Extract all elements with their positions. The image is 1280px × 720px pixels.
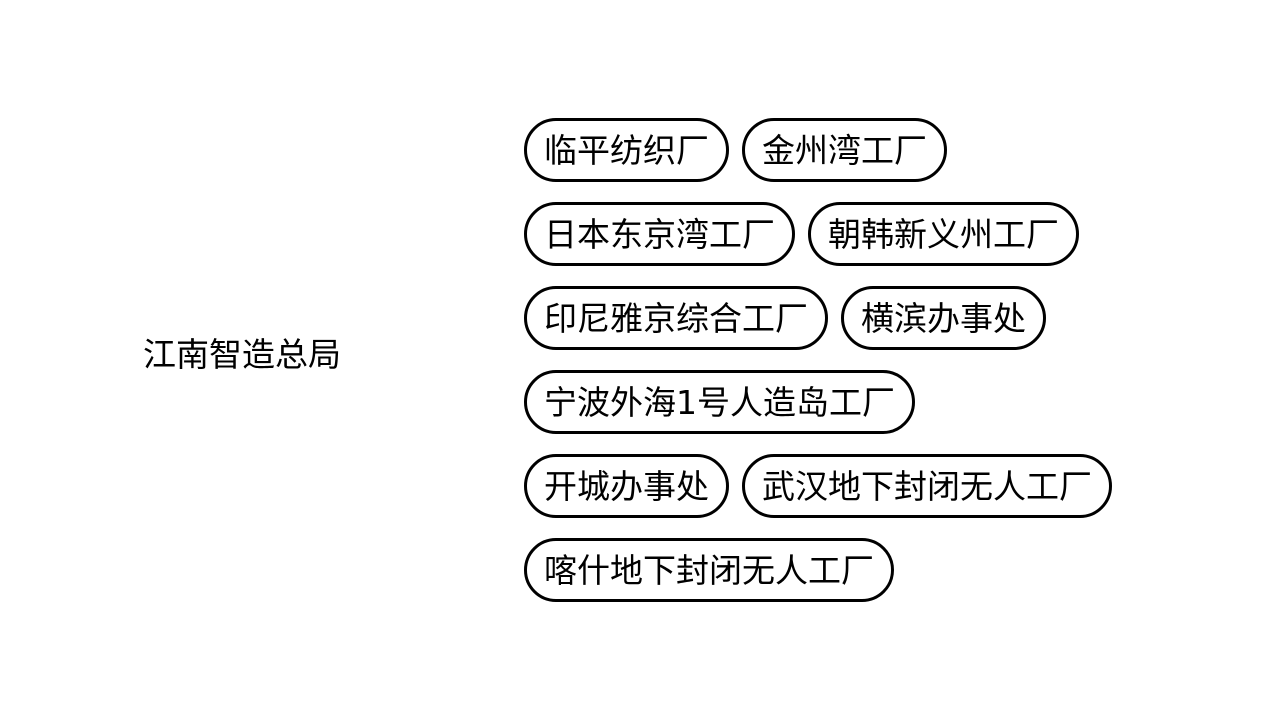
node-pill[interactable]: 宁波外海1号人造岛工厂 bbox=[524, 370, 915, 434]
node-row: 印尼雅京综合工厂 横滨办事处 bbox=[524, 286, 1112, 350]
node-row: 开城办事处 武汉地下封闭无人工厂 bbox=[524, 454, 1112, 518]
node-row: 临平纺织厂 金州湾工厂 bbox=[524, 118, 1112, 182]
node-pill[interactable]: 喀什地下封闭无人工厂 bbox=[524, 538, 894, 602]
node-list: 临平纺织厂 金州湾工厂 日本东京湾工厂 朝韩新义州工厂 印尼雅京综合工厂 横滨办… bbox=[524, 118, 1112, 602]
node-pill[interactable]: 朝韩新义州工厂 bbox=[808, 202, 1079, 266]
node-pill[interactable]: 金州湾工厂 bbox=[742, 118, 947, 182]
node-pill[interactable]: 开城办事处 bbox=[524, 454, 729, 518]
node-pill[interactable]: 日本东京湾工厂 bbox=[524, 202, 795, 266]
node-pill[interactable]: 武汉地下封闭无人工厂 bbox=[742, 454, 1112, 518]
node-pill[interactable]: 横滨办事处 bbox=[841, 286, 1046, 350]
node-pill[interactable]: 临平纺织厂 bbox=[524, 118, 729, 182]
node-pill[interactable]: 印尼雅京综合工厂 bbox=[524, 286, 828, 350]
node-row: 喀什地下封闭无人工厂 bbox=[524, 538, 1112, 602]
node-row: 宁波外海1号人造岛工厂 bbox=[524, 370, 1112, 434]
node-row: 日本东京湾工厂 朝韩新义州工厂 bbox=[524, 202, 1112, 266]
root-node-label: 江南智造总局 bbox=[143, 335, 341, 374]
